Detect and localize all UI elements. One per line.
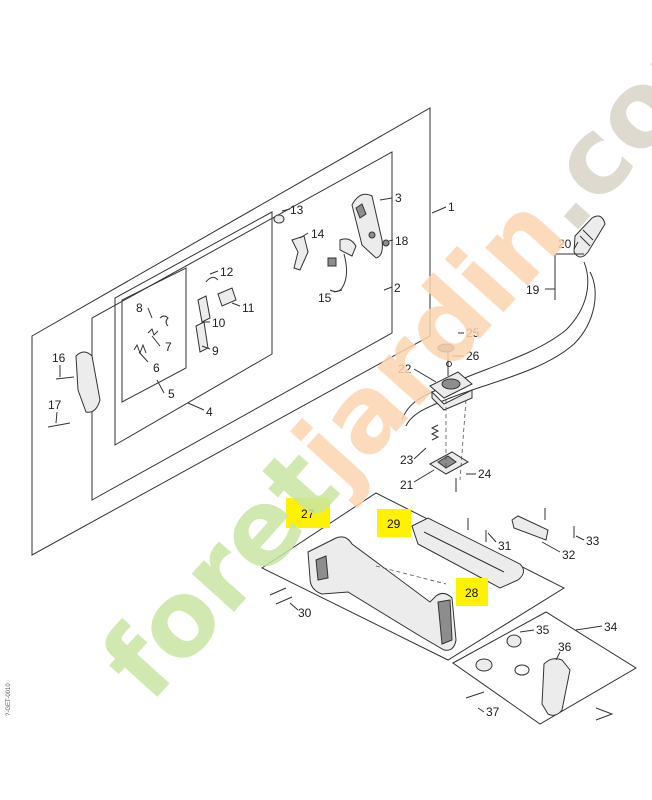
callout-25: 25 bbox=[466, 326, 480, 340]
main-handle-body-part bbox=[307, 536, 457, 651]
assembly-frame-4 bbox=[114, 211, 273, 446]
handle-cover-29 bbox=[411, 517, 524, 589]
callout-23: 23 bbox=[400, 453, 414, 467]
callout-29: 29 bbox=[387, 517, 401, 531]
callout-24: 24 bbox=[478, 467, 492, 481]
callout-31: 31 bbox=[498, 539, 512, 553]
callout-5: 5 bbox=[168, 387, 175, 401]
callout-20: 20 bbox=[558, 237, 572, 251]
callout-37: 37 bbox=[486, 705, 500, 719]
callout-36: 36 bbox=[558, 640, 572, 654]
callout-21: 21 bbox=[400, 478, 414, 492]
screw-13 bbox=[273, 214, 285, 224]
watermark-part-2: jardin bbox=[268, 172, 590, 510]
assembly-frame-5 bbox=[121, 267, 187, 403]
lever-10 bbox=[197, 295, 211, 323]
callout-27: 27 bbox=[301, 507, 315, 521]
callout-9: 9 bbox=[212, 344, 219, 358]
bracket-part bbox=[75, 351, 101, 413]
screw-30b bbox=[275, 596, 293, 605]
watermark-text: foretjardin.com bbox=[78, 0, 652, 722]
direction-arrow bbox=[595, 707, 614, 721]
callout-15: 15 bbox=[318, 291, 332, 305]
grip-part bbox=[573, 215, 606, 258]
callout-2: 2 bbox=[394, 281, 401, 295]
callout-4: 4 bbox=[206, 405, 213, 419]
callout-8: 8 bbox=[136, 301, 143, 315]
callout-35: 35 bbox=[536, 623, 550, 637]
bushing-left bbox=[475, 658, 493, 672]
axis-line-clamp-2 bbox=[459, 399, 467, 481]
callout-1: 1 bbox=[448, 200, 455, 214]
rear-grip-36 bbox=[541, 658, 571, 716]
spring-7 bbox=[147, 328, 159, 336]
callout-26: 26 bbox=[466, 349, 480, 363]
screw-16 bbox=[55, 376, 75, 380]
callout-10: 10 bbox=[212, 316, 226, 330]
spring-8 bbox=[159, 315, 169, 327]
cover-rib bbox=[423, 531, 505, 573]
handlebar-tube-inner bbox=[401, 261, 589, 421]
highlight-box-29 bbox=[377, 509, 411, 537]
screw-18 bbox=[382, 239, 390, 247]
knob-25 bbox=[437, 343, 455, 353]
screw-17 bbox=[47, 422, 71, 428]
callout-22: 22 bbox=[398, 362, 412, 376]
washer-26 bbox=[446, 361, 452, 367]
clamp-lower-part bbox=[429, 451, 469, 475]
trigger-housing-part bbox=[351, 193, 383, 259]
callout-11: 11 bbox=[242, 301, 255, 315]
leader-lines bbox=[55, 197, 603, 713]
callout-32: 32 bbox=[562, 548, 576, 562]
axis-line-handle bbox=[375, 565, 447, 585]
assembly-frame-1 bbox=[31, 107, 431, 556]
spring-6 bbox=[133, 343, 147, 355]
callout-19: 19 bbox=[526, 283, 540, 297]
callout-16: 16 bbox=[52, 351, 66, 365]
stop-switch-part bbox=[327, 238, 357, 293]
callout-3: 3 bbox=[395, 191, 402, 205]
callout-14: 14 bbox=[311, 227, 325, 241]
callout-7: 7 bbox=[165, 340, 172, 354]
screw-30a bbox=[269, 587, 287, 596]
callout-17: 17 bbox=[48, 398, 62, 412]
assembly-frame-34 bbox=[452, 611, 637, 725]
callout-33: 33 bbox=[586, 534, 600, 548]
callout-18: 18 bbox=[395, 234, 409, 248]
part-11 bbox=[217, 287, 237, 307]
highlight-box-27 bbox=[286, 498, 330, 528]
highlight-box-28 bbox=[456, 578, 488, 606]
bushing-35 bbox=[506, 634, 522, 648]
callout-12: 12 bbox=[220, 265, 234, 279]
throttle-lever-part bbox=[291, 235, 309, 271]
screw-37 bbox=[465, 691, 485, 699]
part-12 bbox=[205, 276, 219, 283]
callout-6: 6 bbox=[153, 361, 160, 375]
clamp-upper-part bbox=[429, 371, 473, 411]
handlebar-tube bbox=[405, 271, 596, 427]
callout-13: 13 bbox=[290, 203, 304, 217]
drawing-code: ?-GET-0010 bbox=[6, 683, 12, 716]
ring-part bbox=[514, 664, 530, 676]
callout-28: 28 bbox=[465, 586, 479, 600]
spring-23 bbox=[430, 424, 440, 441]
strip-32 bbox=[511, 515, 549, 541]
callout-30: 30 bbox=[298, 606, 312, 620]
callout-34: 34 bbox=[604, 620, 618, 634]
assembly-frame-27 bbox=[260, 492, 566, 661]
